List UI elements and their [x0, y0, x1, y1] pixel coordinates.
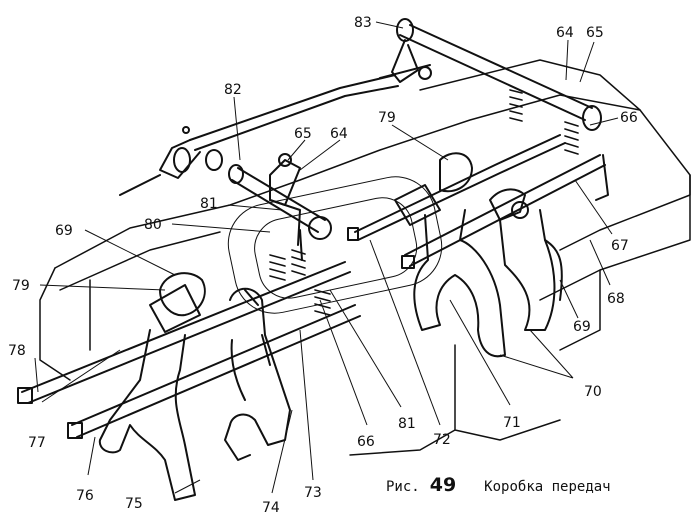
label-69-right: 69 [573, 319, 591, 335]
label-74: 74 [262, 500, 280, 516]
label-81-lower: 81 [398, 416, 416, 432]
lower-shift-forks [98, 287, 291, 501]
top-selector-rod [119, 18, 602, 196]
upper-shift-forks [413, 154, 609, 358]
label-64-mid: 64 [330, 126, 348, 142]
caption-title: Коробка передач [484, 479, 611, 495]
label-71: 71 [503, 415, 521, 431]
cross-shaft [228, 153, 332, 261]
leader-lines [34, 21, 619, 494]
label-79-left: 79 [12, 278, 30, 294]
label-67: 67 [611, 238, 629, 254]
label-65-top: 65 [586, 25, 604, 41]
label-76: 76 [76, 488, 94, 504]
gearbox-housing [39, 59, 691, 456]
label-64-top: 64 [556, 25, 574, 41]
label-65-mid: 65 [294, 126, 312, 142]
caption-figure-number: 49 [429, 474, 457, 496]
figure-caption: Рис. 49 Коробка передач [386, 474, 611, 498]
label-66-upper: 66 [620, 110, 638, 126]
part-labels: 83 64 65 82 65 64 79 66 81 80 69 79 78 7… [8, 15, 638, 516]
label-72: 72 [433, 432, 451, 448]
label-80: 80 [144, 217, 162, 233]
label-77: 77 [28, 435, 46, 451]
label-79-upper: 79 [378, 110, 396, 126]
detent-springs [269, 89, 579, 316]
label-82: 82 [224, 82, 242, 98]
caption-prefix: Рис. [386, 479, 420, 495]
upper-shift-rails [347, 134, 606, 269]
label-69-left: 69 [55, 223, 73, 239]
label-70: 70 [584, 384, 602, 400]
label-81-upper: 81 [200, 196, 218, 212]
label-83: 83 [354, 15, 372, 31]
label-75: 75 [125, 496, 143, 512]
lower-shift-rails [17, 261, 361, 439]
label-78: 78 [8, 343, 26, 359]
label-73: 73 [304, 485, 322, 501]
label-68: 68 [607, 291, 625, 307]
label-66-lower: 66 [357, 434, 375, 450]
